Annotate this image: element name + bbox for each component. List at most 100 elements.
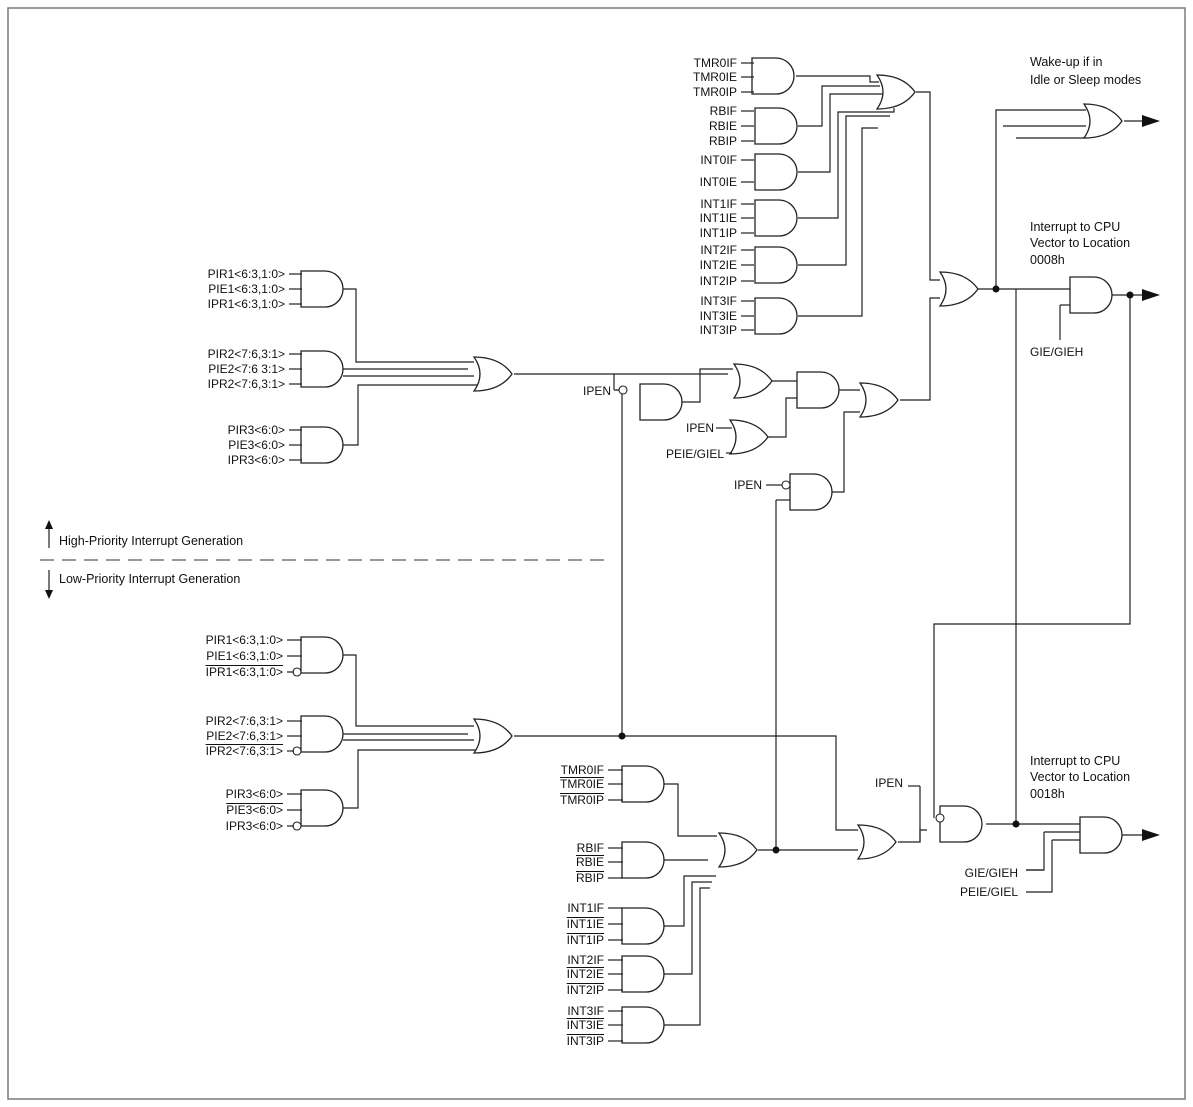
signal-label: INT3IP xyxy=(700,323,737,337)
signal-label: INT2IE xyxy=(567,967,604,981)
high-vector-caption: Interrupt to CPU xyxy=(1030,220,1120,234)
and-gate xyxy=(789,473,833,511)
signal-label: IPR1<6:3,1:0> xyxy=(208,297,285,311)
signal-label: IPR2<7:6,3:1> xyxy=(206,744,283,758)
ipen-label: IPEN xyxy=(875,776,903,790)
signal-label: INT1IF xyxy=(700,197,737,211)
signal-label: INT2IP xyxy=(700,274,737,288)
high-core-signal-labels: TMR0IFTMR0IETMR0IPRBIFRBIERBIPINT0IFINT0… xyxy=(693,56,754,337)
signal-label: RBIE xyxy=(576,855,604,869)
signal-label: TMR0IF xyxy=(561,763,604,777)
inverter-bubble xyxy=(292,746,302,756)
and-gate xyxy=(621,765,665,803)
up-arrow-head-icon xyxy=(45,520,53,529)
high-vector-caption: 0008h xyxy=(1030,253,1065,267)
or-gate xyxy=(857,824,897,860)
and-gate xyxy=(300,636,344,674)
or-gate xyxy=(733,363,773,399)
or-gate xyxy=(473,718,513,754)
junction-dot xyxy=(992,285,1000,293)
high-vector-caption: Vector to Location xyxy=(1030,236,1130,250)
or-gate xyxy=(473,356,513,392)
high-peripheral-signal-labels: PIR1<6:3,1:0>PIE1<6:3,1:0>IPR1<6:3,1:0>P… xyxy=(208,267,302,467)
low-vector-caption: Vector to Location xyxy=(1030,770,1130,784)
peie-giel-label: PEIE/GIEL xyxy=(666,447,724,461)
low-priority-label: Low-Priority Interrupt Generation xyxy=(59,572,240,586)
gie-gieh-label: GIE/GIEH xyxy=(1030,345,1083,359)
or-gate xyxy=(718,832,758,868)
wire-network xyxy=(340,75,1142,1026)
signal-label: INT2IF xyxy=(700,243,737,257)
junction-dots xyxy=(618,285,1134,854)
output-arrows xyxy=(1142,115,1160,841)
signal-label: INT1IF xyxy=(567,901,604,915)
and-gate xyxy=(621,1006,665,1044)
signal-label: PIE3<6:0> xyxy=(226,803,283,817)
and-gate xyxy=(639,383,683,421)
high-output-and-gate xyxy=(1069,276,1113,314)
and-gate xyxy=(300,426,344,464)
and-gate xyxy=(621,907,665,945)
signal-label: INT1IE xyxy=(700,211,737,225)
signal-label: PIE1<6:3,1:0> xyxy=(206,649,283,663)
junction-dot xyxy=(1126,291,1134,299)
signal-label: INT1IP xyxy=(700,226,737,240)
gie-gieh-label: GIE/GIEH xyxy=(965,866,1018,880)
signal-label: RBIF xyxy=(710,104,737,118)
or-gate xyxy=(876,74,916,110)
low-vector-caption: 0018h xyxy=(1030,787,1065,801)
control-labels: IPEN IPEN PEIE/GIEL IPEN GIE/GIEH IPEN G… xyxy=(583,345,1083,899)
signal-label: RBIP xyxy=(709,134,737,148)
wakeup-caption: Wake-up if in xyxy=(1030,55,1103,69)
signal-label: PIR3<6:0> xyxy=(226,787,283,801)
signal-label: INT3IF xyxy=(567,1004,604,1018)
signal-label: INT2IE xyxy=(700,258,737,272)
wakeup-or-gate xyxy=(1083,103,1123,139)
or-gate xyxy=(939,271,979,307)
signal-label: PIE1<6:3,1:0> xyxy=(208,282,285,296)
signal-label: RBIE xyxy=(709,119,737,133)
signal-label: PIE3<6:0> xyxy=(228,438,285,452)
signal-label: INT3IE xyxy=(700,309,737,323)
and-gate xyxy=(621,955,665,993)
signal-label: INT3IE xyxy=(567,1018,604,1032)
and-gate xyxy=(621,841,665,879)
ipen-label: IPEN xyxy=(583,384,611,398)
signal-label: INT3IF xyxy=(700,294,737,308)
low-peripheral-signal-labels: PIR1<6:3,1:0>PIE1<6:3,1:0>IPR1<6:3,1:0>P… xyxy=(205,633,302,833)
or-gate xyxy=(859,382,899,418)
inverter-bubble xyxy=(292,667,302,677)
and-gate xyxy=(751,57,795,95)
signal-label: RBIP xyxy=(576,871,604,885)
inverter-bubble xyxy=(935,813,945,823)
signal-label: TMR0IF xyxy=(694,56,737,70)
signal-label: PIE2<7:6 3:1> xyxy=(208,362,285,376)
inverter-bubble xyxy=(618,385,628,395)
signal-label: PIR2<7:6,3:1> xyxy=(208,347,285,361)
low-core-signal-labels: TMR0IFTMR0IETMR0IPRBIFRBIERBIPINT1IFINT1… xyxy=(559,763,623,1048)
and-gate xyxy=(754,297,798,335)
and-gate xyxy=(754,246,798,284)
ipen-label: IPEN xyxy=(686,421,714,435)
low-output-arrow-icon xyxy=(1142,829,1160,841)
signal-label: TMR0IE xyxy=(560,777,604,791)
or-gate xyxy=(729,419,769,455)
and-gate xyxy=(300,715,344,753)
signal-label: INT0IF xyxy=(700,153,737,167)
signal-label: TMR0IP xyxy=(560,793,604,807)
junction-dot xyxy=(618,732,626,740)
output-captions: Wake-up if in Idle or Sleep modes Interr… xyxy=(1030,55,1141,801)
signal-label: PIR3<6:0> xyxy=(228,423,285,437)
signal-label: PIE2<7:6,3:1> xyxy=(206,729,283,743)
peie-giel-label: PEIE/GIEL xyxy=(960,885,1018,899)
and-gate xyxy=(300,789,344,827)
and-gate xyxy=(754,107,798,145)
junction-dot xyxy=(772,846,780,854)
signal-label: TMR0IP xyxy=(693,85,737,99)
low-output-and-gate xyxy=(1079,816,1123,854)
inverter-bubbles xyxy=(292,385,945,831)
and-gate xyxy=(754,199,798,237)
and-gate xyxy=(754,153,798,191)
junction-dot xyxy=(1012,820,1020,828)
